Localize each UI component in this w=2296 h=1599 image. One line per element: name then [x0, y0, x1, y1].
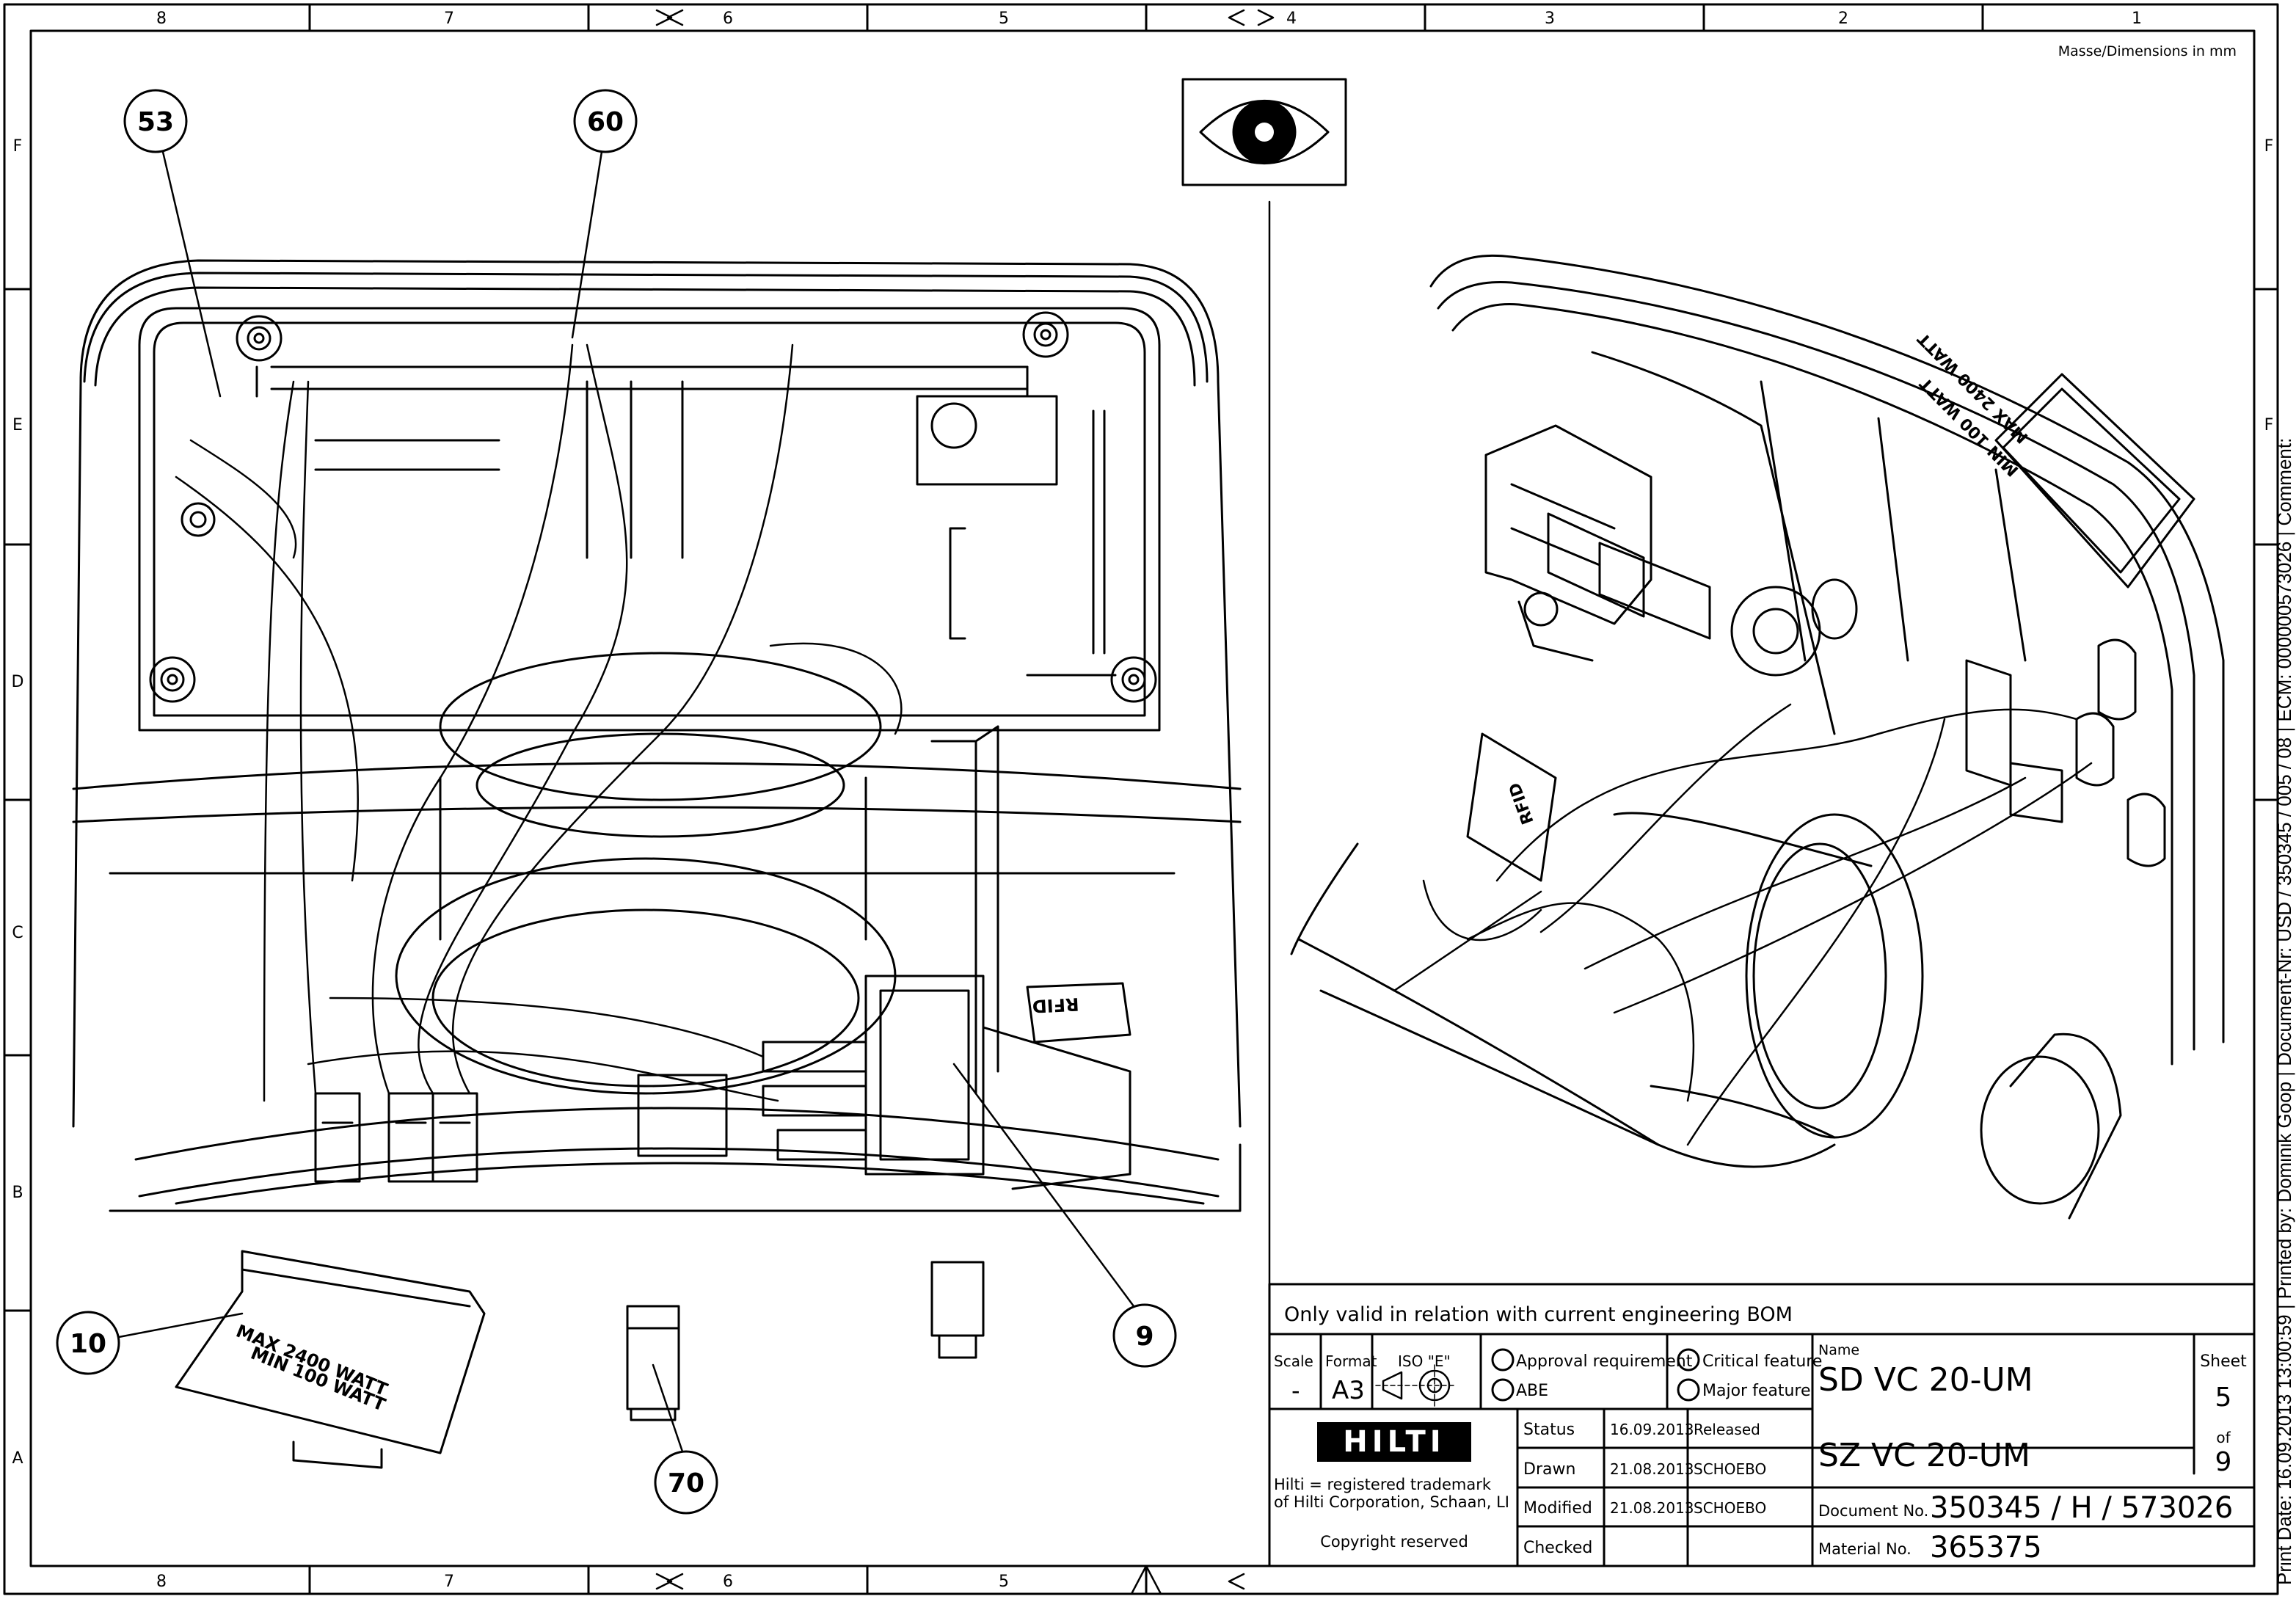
col-label: 3: [1545, 10, 1555, 28]
modified-label: Modified: [1523, 1499, 1592, 1518]
col-label: 8: [156, 10, 167, 28]
status-value: Released: [1694, 1421, 1760, 1438]
row-label: F: [2264, 416, 2274, 434]
format-value: A3: [1332, 1376, 1365, 1405]
checked-label: Checked: [1523, 1539, 1592, 1557]
format-label: Format: [1325, 1352, 1377, 1370]
rfid-label: RFID: [1032, 994, 1079, 1016]
dimensions-note: Masse/Dimensions in mm: [2058, 43, 2237, 59]
col-label: 5: [999, 1573, 1009, 1591]
major-feature: Major feature: [1702, 1382, 1811, 1400]
callout-9: [1112, 1303, 1177, 1368]
callout-9-label: 9: [1135, 1322, 1154, 1352]
callouts: [56, 89, 1177, 1515]
modified-date: 21.08.2013: [1610, 1499, 1694, 1517]
row-label: F: [2264, 137, 2274, 156]
right-view-assembly: [1290, 254, 2225, 1220]
drawn-date: 21.08.2013: [1610, 1460, 1694, 1478]
critical-feature: Critical feature: [1702, 1352, 1822, 1371]
eye-icon: [1181, 78, 1347, 186]
col-label: 2: [1838, 10, 1848, 28]
left-view-assembly: [72, 259, 1242, 1469]
row-label: E: [12, 416, 23, 434]
title-block: [1268, 1283, 2256, 1567]
drawn-label: Drawn: [1523, 1460, 1575, 1479]
callout-53-label: 53: [137, 107, 174, 137]
row-label: A: [12, 1449, 23, 1468]
scale-value: -: [1291, 1377, 1300, 1405]
col-label: 8: [156, 1573, 167, 1591]
callout-60: [573, 89, 638, 153]
callout-60-label: 60: [587, 107, 624, 137]
print-info-sidebar: Print Date: 16.09.2013 13:00:59 | Printe…: [2273, 437, 2295, 1585]
approval-requirement: Approval requirement: [1516, 1352, 1693, 1371]
callout-70-label: 70: [668, 1468, 704, 1498]
row-label: D: [12, 673, 24, 691]
col-label: 5: [999, 10, 1009, 28]
row-label: B: [12, 1184, 23, 1202]
name-label: Name: [1818, 1342, 1859, 1358]
scale-label: Scale: [1274, 1352, 1313, 1370]
col-label: 1: [2132, 10, 2142, 28]
hilti-logo: HILTI: [1317, 1422, 1471, 1462]
svg-text:HILTI: HILTI: [1343, 1425, 1445, 1459]
abe-label: ABE: [1516, 1382, 1548, 1400]
of-label: of: [2216, 1429, 2231, 1446]
rfid-label-right: RFID: [1506, 780, 1537, 826]
col-label: 6: [723, 1573, 733, 1591]
border-frame: [3, 3, 2279, 1595]
sheet-number: 5: [2215, 1383, 2232, 1413]
col-label: 7: [444, 1573, 454, 1591]
sheet-total: 9: [2215, 1447, 2232, 1477]
col-label: 7: [444, 10, 454, 28]
copyright: Copyright reserved: [1320, 1533, 1468, 1551]
callout-53: [123, 89, 188, 153]
sheet-label: Sheet: [2200, 1352, 2247, 1371]
zone-labels: 8 7 6 5 4 3 2 1 8 7 6 5 F E D C B A F F …: [12, 10, 2274, 1591]
modified-by: SCHOEBO: [1694, 1499, 1766, 1517]
trademark-line-1: Hilti = registered trademark: [1274, 1476, 1492, 1493]
col-label: 4: [1286, 10, 1297, 28]
product-name-2: SZ VC 20-UM: [1818, 1437, 2030, 1474]
material-no-label: Material No.: [1818, 1540, 1911, 1558]
material-no-value: 365375: [1930, 1531, 2042, 1565]
row-label: C: [12, 924, 23, 942]
callout-70: [654, 1450, 718, 1515]
drawn-by: SCHOEBO: [1694, 1460, 1766, 1478]
iso-label: ISO "E": [1398, 1352, 1451, 1370]
document-no-value: 350345 / H / 573026: [1930, 1491, 2233, 1525]
validity-note: Only valid in relation with current engi…: [1284, 1303, 1793, 1326]
document-no-label: Document No.: [1818, 1502, 1928, 1520]
status-label: Status: [1523, 1421, 1575, 1439]
callout-10-label: 10: [70, 1329, 106, 1359]
row-label: F: [13, 137, 23, 156]
product-name-1: SD VC 20-UM: [1818, 1361, 2033, 1399]
col-label: 6: [723, 10, 733, 28]
status-date: 16.09.2013: [1610, 1421, 1694, 1438]
callout-10: [56, 1311, 120, 1375]
trademark-line-2: of Hilti Corporation, Schaan, LI: [1274, 1493, 1509, 1511]
